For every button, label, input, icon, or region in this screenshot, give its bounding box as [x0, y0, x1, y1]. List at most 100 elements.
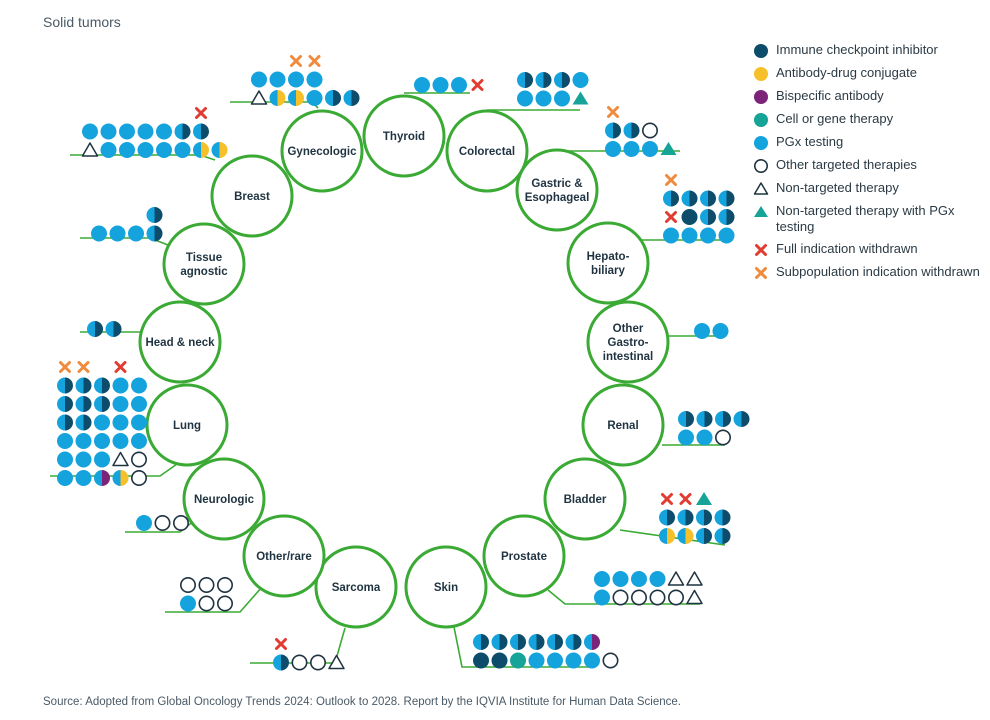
lung-markers — [57, 361, 148, 486]
pgx-marker — [565, 652, 582, 669]
pgx-marker — [57, 470, 73, 486]
pgx-marker — [694, 323, 710, 339]
full-withdrawn-icon — [114, 361, 127, 373]
node-gynecologic: Gynecologic — [280, 109, 364, 193]
bispecific-icon — [754, 90, 768, 104]
neurologic-label: Neurologic — [194, 494, 255, 506]
breast-circle — [210, 154, 294, 238]
pgx-checkpoint-marker — [343, 90, 360, 106]
adc-marker — [659, 528, 675, 544]
node-colorectal: Colorectal — [445, 109, 529, 193]
other-targeted-marker — [180, 576, 197, 593]
pgx-checkpoint-marker — [473, 634, 489, 650]
pgx-checkpoint-marker — [605, 122, 621, 139]
pgx-checkpoint-marker — [700, 209, 716, 225]
pgx-marker — [156, 123, 172, 140]
pgx-checkpoint-marker — [714, 528, 731, 544]
node-neurologic: Neurologic — [182, 457, 266, 541]
other-gi-label: Gastro- — [608, 337, 649, 349]
non-targeted-marker — [250, 90, 268, 105]
non-targeted-marker — [112, 451, 129, 467]
adc-marker — [193, 142, 209, 158]
legend-item-pgx: PGx testing — [752, 134, 982, 151]
non-targeted-marker — [686, 571, 703, 586]
pgx-marker — [91, 225, 107, 242]
pgx-marker — [75, 433, 92, 449]
node-thyroid: Thyroid — [362, 94, 446, 178]
bispecific-marker — [584, 634, 600, 650]
head-neck-label: Head & neck — [145, 337, 215, 349]
legend-item-non-targeted-pgx: Non-targeted therapy with PGx testing — [752, 203, 982, 235]
pgx-marker — [119, 123, 135, 140]
pgx-marker — [306, 71, 323, 88]
gastric-label: Esophageal — [525, 192, 590, 204]
other-rare-markers — [180, 576, 234, 612]
pgx-marker — [112, 396, 129, 412]
pgx-checkpoint-marker — [146, 207, 163, 223]
non-targeted-pgx-marker — [696, 492, 712, 505]
non-targeted-marker — [328, 654, 345, 670]
pgx-marker — [109, 225, 126, 242]
pgx-marker — [288, 71, 304, 88]
legend-label: Non-targeted therapy with PGx testing — [776, 203, 955, 234]
pgx-checkpoint-marker — [678, 411, 694, 427]
node-breast: Breast — [210, 154, 294, 238]
hepatobiliary-markers — [663, 174, 735, 244]
pgx-marker — [174, 142, 191, 158]
other-targeted-marker — [131, 451, 148, 468]
full-withdrawn-icon — [755, 244, 767, 256]
adc-icon — [754, 67, 768, 81]
pgx-marker — [94, 451, 110, 468]
pgx-marker — [131, 433, 147, 449]
gastric-circle — [515, 148, 599, 232]
pgx-marker — [642, 141, 658, 157]
pgx-checkpoint-marker — [681, 190, 698, 207]
legend-item-full-withdrawn: Full indication withdrawn — [752, 241, 982, 258]
other-gi-circle — [586, 300, 670, 384]
sarcoma-label: Sarcoma — [332, 582, 381, 594]
other-targeted-marker — [217, 595, 234, 612]
legend-item-adc: Antibody-drug conjugate — [752, 65, 982, 82]
pgx-checkpoint-marker — [491, 634, 508, 650]
neurologic-circle — [182, 457, 266, 541]
pgx-checkpoint-marker — [696, 528, 712, 544]
pgx-marker — [681, 227, 698, 244]
pgx-marker — [528, 652, 545, 669]
pgx-checkpoint-marker — [105, 321, 122, 337]
sarcoma-circle — [314, 545, 398, 629]
pgx-marker — [572, 72, 589, 88]
subpop-withdrawn-icon — [665, 174, 677, 186]
adc-marker — [112, 470, 129, 486]
pgx-icon — [754, 136, 768, 150]
pgx-checkpoint-marker — [517, 72, 533, 88]
pgx-checkpoint-marker — [193, 123, 209, 140]
neurologic-markers — [136, 514, 190, 531]
pgx-checkpoint-marker — [57, 396, 73, 412]
skin-markers — [473, 634, 619, 669]
other-targeted-marker — [309, 654, 326, 671]
pgx-checkpoint-marker — [75, 377, 92, 394]
non-targeted-pgx-icon — [754, 206, 768, 217]
pgx-marker — [131, 377, 147, 394]
pgx-checkpoint-marker — [87, 321, 103, 337]
immune-checkpoint-icon — [754, 44, 768, 58]
thyroid-markers — [414, 77, 484, 93]
prostate-circle — [482, 514, 566, 598]
adc-marker — [211, 142, 228, 158]
pgx-checkpoint-marker — [273, 654, 289, 671]
pgx-checkpoint-marker — [718, 209, 735, 225]
pgx-marker — [451, 77, 467, 93]
bladder-markers — [659, 492, 731, 544]
non-targeted-marker — [686, 589, 703, 605]
gastric-label: Gastric & — [531, 178, 582, 190]
pgx-marker — [119, 142, 135, 158]
tissue-agnostic-label: Tissue — [186, 252, 222, 264]
pgx-checkpoint-marker — [718, 190, 735, 207]
pgx-checkpoint-marker — [75, 396, 92, 412]
gynecologic-label: Gynecologic — [287, 146, 357, 158]
non-targeted-marker — [81, 142, 99, 157]
legend-label: Full indication withdrawn — [776, 241, 918, 256]
adc-marker — [269, 90, 286, 106]
